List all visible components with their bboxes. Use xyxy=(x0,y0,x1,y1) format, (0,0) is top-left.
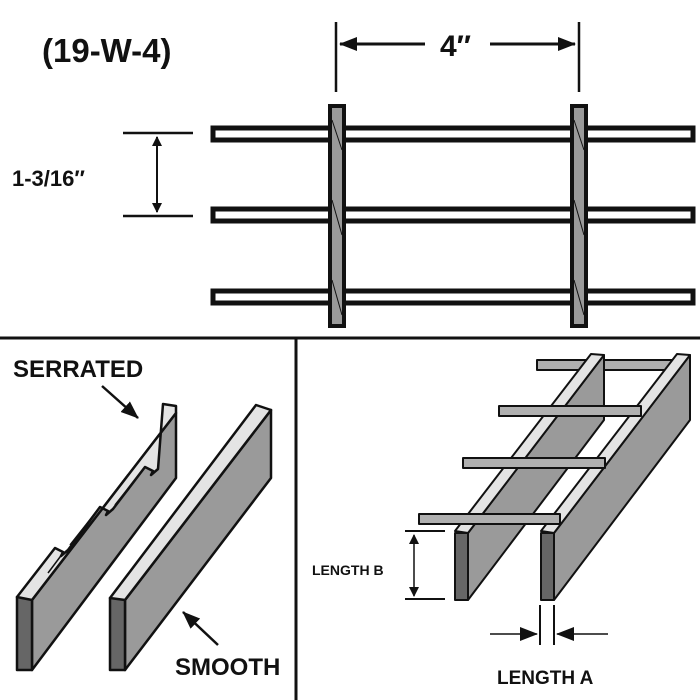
plan-view xyxy=(210,104,696,328)
spacing-dimension: 4″ xyxy=(334,22,581,92)
cross-rod xyxy=(210,288,696,306)
spacing-label: 4″ xyxy=(440,30,471,63)
smooth-label: SMOOTH xyxy=(175,654,280,681)
length-b-label: LENGTH B xyxy=(312,562,384,578)
grating-title: (19-W-4) xyxy=(42,32,172,69)
height-label: 1-3/16″ xyxy=(12,166,85,191)
cross-rod xyxy=(210,125,696,143)
cross-rod xyxy=(418,513,561,525)
isometric-grating xyxy=(418,353,691,601)
cross-rod xyxy=(462,457,606,469)
serrated-arrow-icon xyxy=(101,385,139,419)
cross-rod xyxy=(536,359,679,371)
length-a-label: LENGTH A xyxy=(497,668,594,689)
length-b-dimension: LENGTH B xyxy=(312,530,445,600)
serrated-label: SERRATED xyxy=(13,356,143,383)
serrated-bar xyxy=(15,402,178,672)
cross-rod xyxy=(210,206,696,224)
height-dimension: 1-3/16″ xyxy=(12,131,193,218)
smooth-arrow-icon xyxy=(182,611,219,646)
smooth-bar xyxy=(108,403,273,672)
bearing-bar xyxy=(570,104,588,328)
length-a-dimension: LENGTH A xyxy=(490,605,608,689)
cross-rod xyxy=(498,405,642,417)
bearing-bar xyxy=(328,104,346,328)
